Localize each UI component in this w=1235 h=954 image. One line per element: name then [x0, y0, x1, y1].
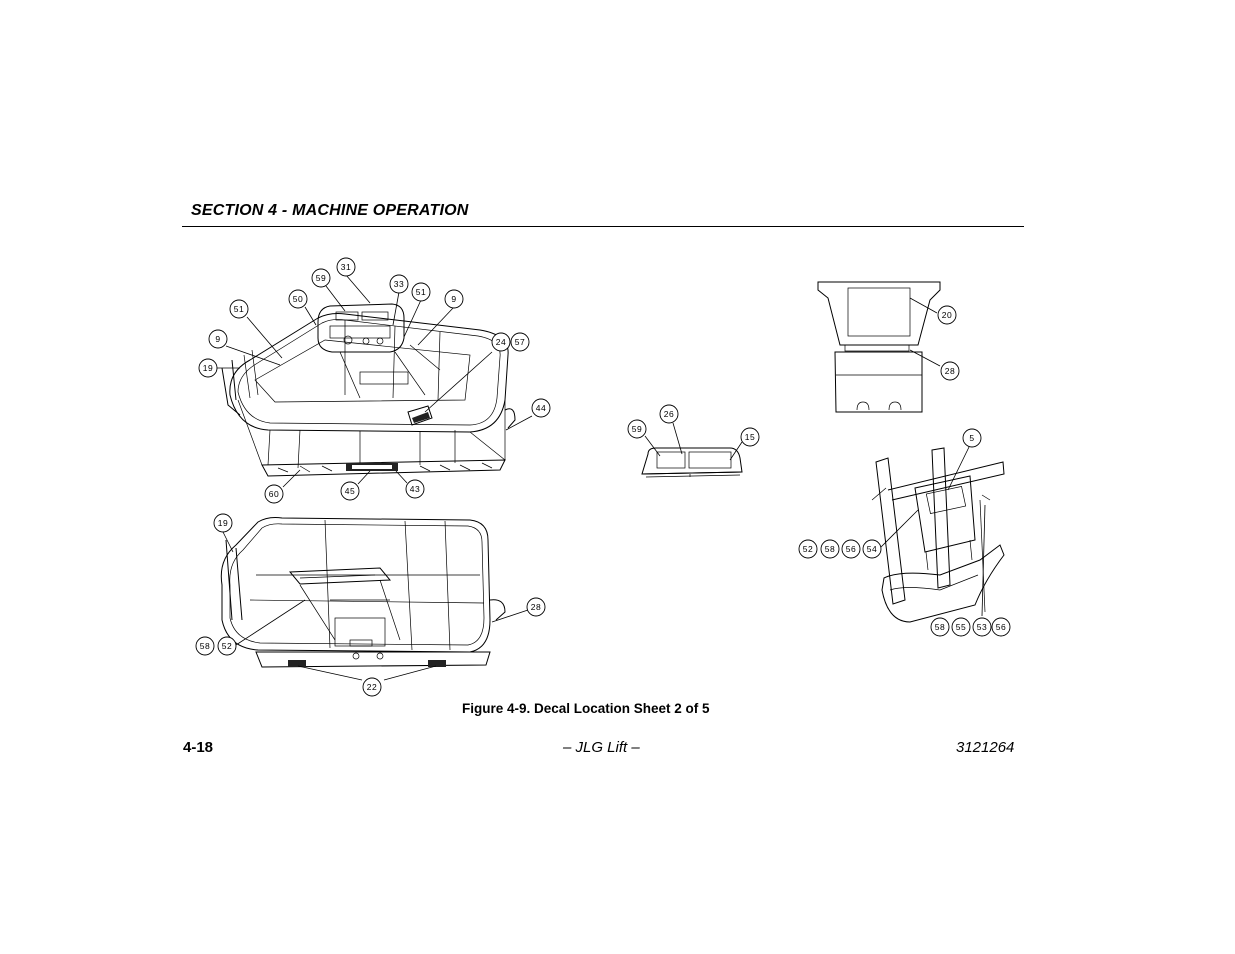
- callout-19: 19: [198, 358, 218, 378]
- platform-top-drawing: [221, 303, 516, 477]
- callout-22: 22: [362, 677, 382, 697]
- callout-45: 45: [340, 481, 360, 501]
- callout-31: 31: [336, 257, 356, 277]
- callout-24: 24: [491, 332, 511, 352]
- platform-bottom-drawing: [220, 517, 506, 668]
- svg-text:31: 31: [341, 262, 351, 272]
- callout-53: 53: [972, 617, 992, 637]
- callouts: 31 59 33 51 9 50 51 9 19 24 57 44 60 45 …: [195, 257, 1011, 697]
- callout-5: 5: [962, 428, 982, 448]
- callout-28: 28: [526, 597, 546, 617]
- footer-brand: – JLG Lift –: [563, 739, 640, 756]
- callout-43: 43: [405, 479, 425, 499]
- svg-text:33: 33: [394, 279, 404, 289]
- callout-54: 54: [862, 539, 882, 559]
- svg-text:5: 5: [969, 433, 974, 443]
- callout-9: 9: [444, 289, 464, 309]
- svg-text:59: 59: [316, 273, 326, 283]
- svg-text:50: 50: [293, 294, 303, 304]
- callout-51: 51: [229, 299, 249, 319]
- callout-56: 56: [841, 539, 861, 559]
- svg-text:22: 22: [367, 682, 377, 692]
- svg-text:9: 9: [451, 294, 456, 304]
- svg-text:26: 26: [664, 409, 674, 419]
- control-box-drawing: [641, 447, 743, 478]
- callout-26: 26: [659, 404, 679, 424]
- svg-text:53: 53: [977, 622, 987, 632]
- svg-text:19: 19: [203, 363, 213, 373]
- svg-text:28: 28: [945, 366, 955, 376]
- svg-text:19: 19: [218, 518, 228, 528]
- header-rule: [182, 226, 1024, 227]
- callout-52: 52: [217, 636, 237, 656]
- svg-text:54: 54: [867, 544, 877, 554]
- callout-33: 33: [389, 274, 409, 294]
- svg-text:52: 52: [803, 544, 813, 554]
- callout-51: 51: [411, 282, 431, 302]
- svg-text:55: 55: [956, 622, 966, 632]
- svg-text:52: 52: [222, 641, 232, 651]
- section-title: SECTION 4 - MACHINE OPERATION: [191, 202, 469, 219]
- svg-text:43: 43: [410, 484, 420, 494]
- svg-text:58: 58: [825, 544, 835, 554]
- svg-text:57: 57: [515, 337, 525, 347]
- svg-text:60: 60: [269, 489, 279, 499]
- svg-text:51: 51: [234, 304, 244, 314]
- callout-57: 57: [510, 332, 530, 352]
- svg-text:51: 51: [416, 287, 426, 297]
- svg-text:44: 44: [536, 403, 546, 413]
- svg-text:28: 28: [531, 602, 541, 612]
- callout-44: 44: [531, 398, 551, 418]
- platform-top-leaders: [217, 274, 533, 488]
- document-number: 3121264: [956, 739, 1015, 756]
- callout-58: 58: [820, 539, 840, 559]
- page-number: 4-18: [183, 739, 214, 756]
- svg-text:20: 20: [942, 310, 952, 320]
- svg-text:59: 59: [632, 424, 642, 434]
- callout-58: 58: [195, 636, 215, 656]
- side-panel-drawing: [871, 447, 1005, 623]
- platform-bottom-leaders: [222, 531, 529, 681]
- svg-text:45: 45: [345, 486, 355, 496]
- callout-55: 55: [951, 617, 971, 637]
- svg-text:56: 56: [846, 544, 856, 554]
- callout-20: 20: [937, 305, 957, 325]
- svg-text:58: 58: [200, 641, 210, 651]
- svg-text:15: 15: [745, 432, 755, 442]
- callout-59: 59: [311, 268, 331, 288]
- side-panel-leaders: [879, 444, 986, 617]
- callout-28: 28: [940, 361, 960, 381]
- svg-text:9: 9: [215, 334, 220, 344]
- callout-50: 50: [288, 289, 308, 309]
- control-box-leaders: [644, 422, 743, 461]
- callout-58: 58: [930, 617, 950, 637]
- figure-caption: Figure 4-9. Decal Location Sheet 2 of 5: [462, 701, 710, 716]
- callout-9: 9: [208, 329, 228, 349]
- callout-59: 59: [627, 419, 647, 439]
- callout-19: 19: [213, 513, 233, 533]
- console-leaders: [909, 297, 941, 367]
- callout-60: 60: [264, 484, 284, 504]
- svg-text:24: 24: [496, 337, 506, 347]
- callout-52: 52: [798, 539, 818, 559]
- svg-text:56: 56: [996, 622, 1006, 632]
- callout-56: 56: [991, 617, 1011, 637]
- callout-15: 15: [740, 427, 760, 447]
- console-drawing: [817, 281, 941, 413]
- svg-text:58: 58: [935, 622, 945, 632]
